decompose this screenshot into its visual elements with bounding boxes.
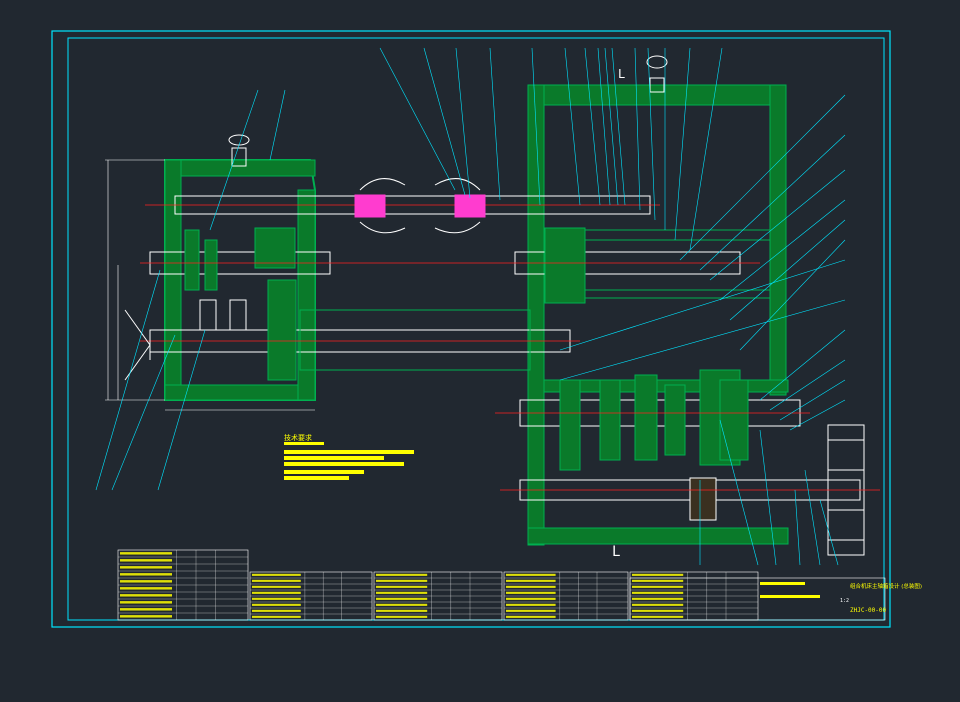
bom-5-entry — [632, 585, 684, 588]
bom-5-entry — [632, 591, 684, 594]
bom-4-entry — [506, 579, 556, 582]
bom-1-entry — [120, 587, 172, 590]
bom-1-entry — [120, 559, 172, 562]
bom-5-entry — [632, 609, 684, 612]
bom-1-entry — [120, 594, 172, 597]
handwheel — [124, 309, 151, 381]
top-label: L — [618, 67, 625, 81]
bom-3-entry — [376, 573, 428, 576]
bom-1-entry — [120, 573, 172, 576]
bom-3-entry — [376, 609, 428, 612]
bom-5-entry — [632, 579, 684, 582]
sheet-label: L — [612, 544, 620, 560]
scale-text: 1:2 — [840, 598, 849, 604]
title-block: 组合机床主轴箱设计 (总装图) ZHJC-00-00 1:2 — [629, 577, 922, 621]
left-gears — [184, 227, 297, 381]
bom-2-entry — [252, 597, 301, 600]
bom-3-entry — [376, 603, 428, 606]
bom-5-entry — [632, 573, 684, 576]
bom-1-entry — [120, 608, 172, 611]
bom-5-entry — [632, 597, 684, 600]
bom-1-entry — [120, 552, 172, 555]
bom-1-entry — [120, 566, 172, 569]
bom-4-entry — [506, 597, 556, 600]
bom-3-entry — [376, 591, 428, 594]
bom-4-entry — [506, 591, 556, 594]
bom-2-entry — [252, 579, 301, 582]
bom-tables — [117, 549, 759, 621]
drawing-number: ZHJC-00-00 — [850, 607, 887, 614]
tech-notes-heading: 技术要求 — [284, 433, 312, 442]
bom-1-entry — [120, 615, 172, 618]
bom-4-entry — [506, 609, 556, 612]
bom-3-entry — [376, 579, 428, 582]
bom-4-entry — [506, 615, 556, 618]
bom-2-entry — [252, 573, 301, 576]
tech-notes: 技术要求 — [284, 433, 414, 480]
bom-4-entry — [506, 603, 556, 606]
bom-3-entry — [376, 597, 428, 600]
bom-2-entry — [252, 585, 301, 588]
title-text: 组合机床主轴箱设计 (总装图) — [850, 582, 922, 590]
bom-5-entry — [632, 603, 684, 606]
left-housing — [164, 134, 316, 401]
chucks — [354, 178, 486, 234]
bom-1-entry — [120, 580, 172, 583]
bom-3-entry — [376, 615, 428, 618]
bom-2-entry — [252, 609, 301, 612]
bom-4-entry — [506, 573, 556, 576]
bom-2-entry — [252, 591, 301, 594]
bom-2-entry — [252, 615, 301, 618]
centerlines — [140, 204, 880, 491]
bom-2-entry — [252, 603, 301, 606]
bom-4-entry — [506, 585, 556, 588]
bom-1-entry — [120, 601, 172, 604]
bom-3-entry — [376, 585, 428, 588]
dimensions — [105, 159, 315, 411]
outer-frame — [51, 30, 891, 628]
leader-lines — [95, 47, 846, 566]
right-gears — [544, 227, 749, 471]
bom-5-entry — [632, 615, 684, 618]
